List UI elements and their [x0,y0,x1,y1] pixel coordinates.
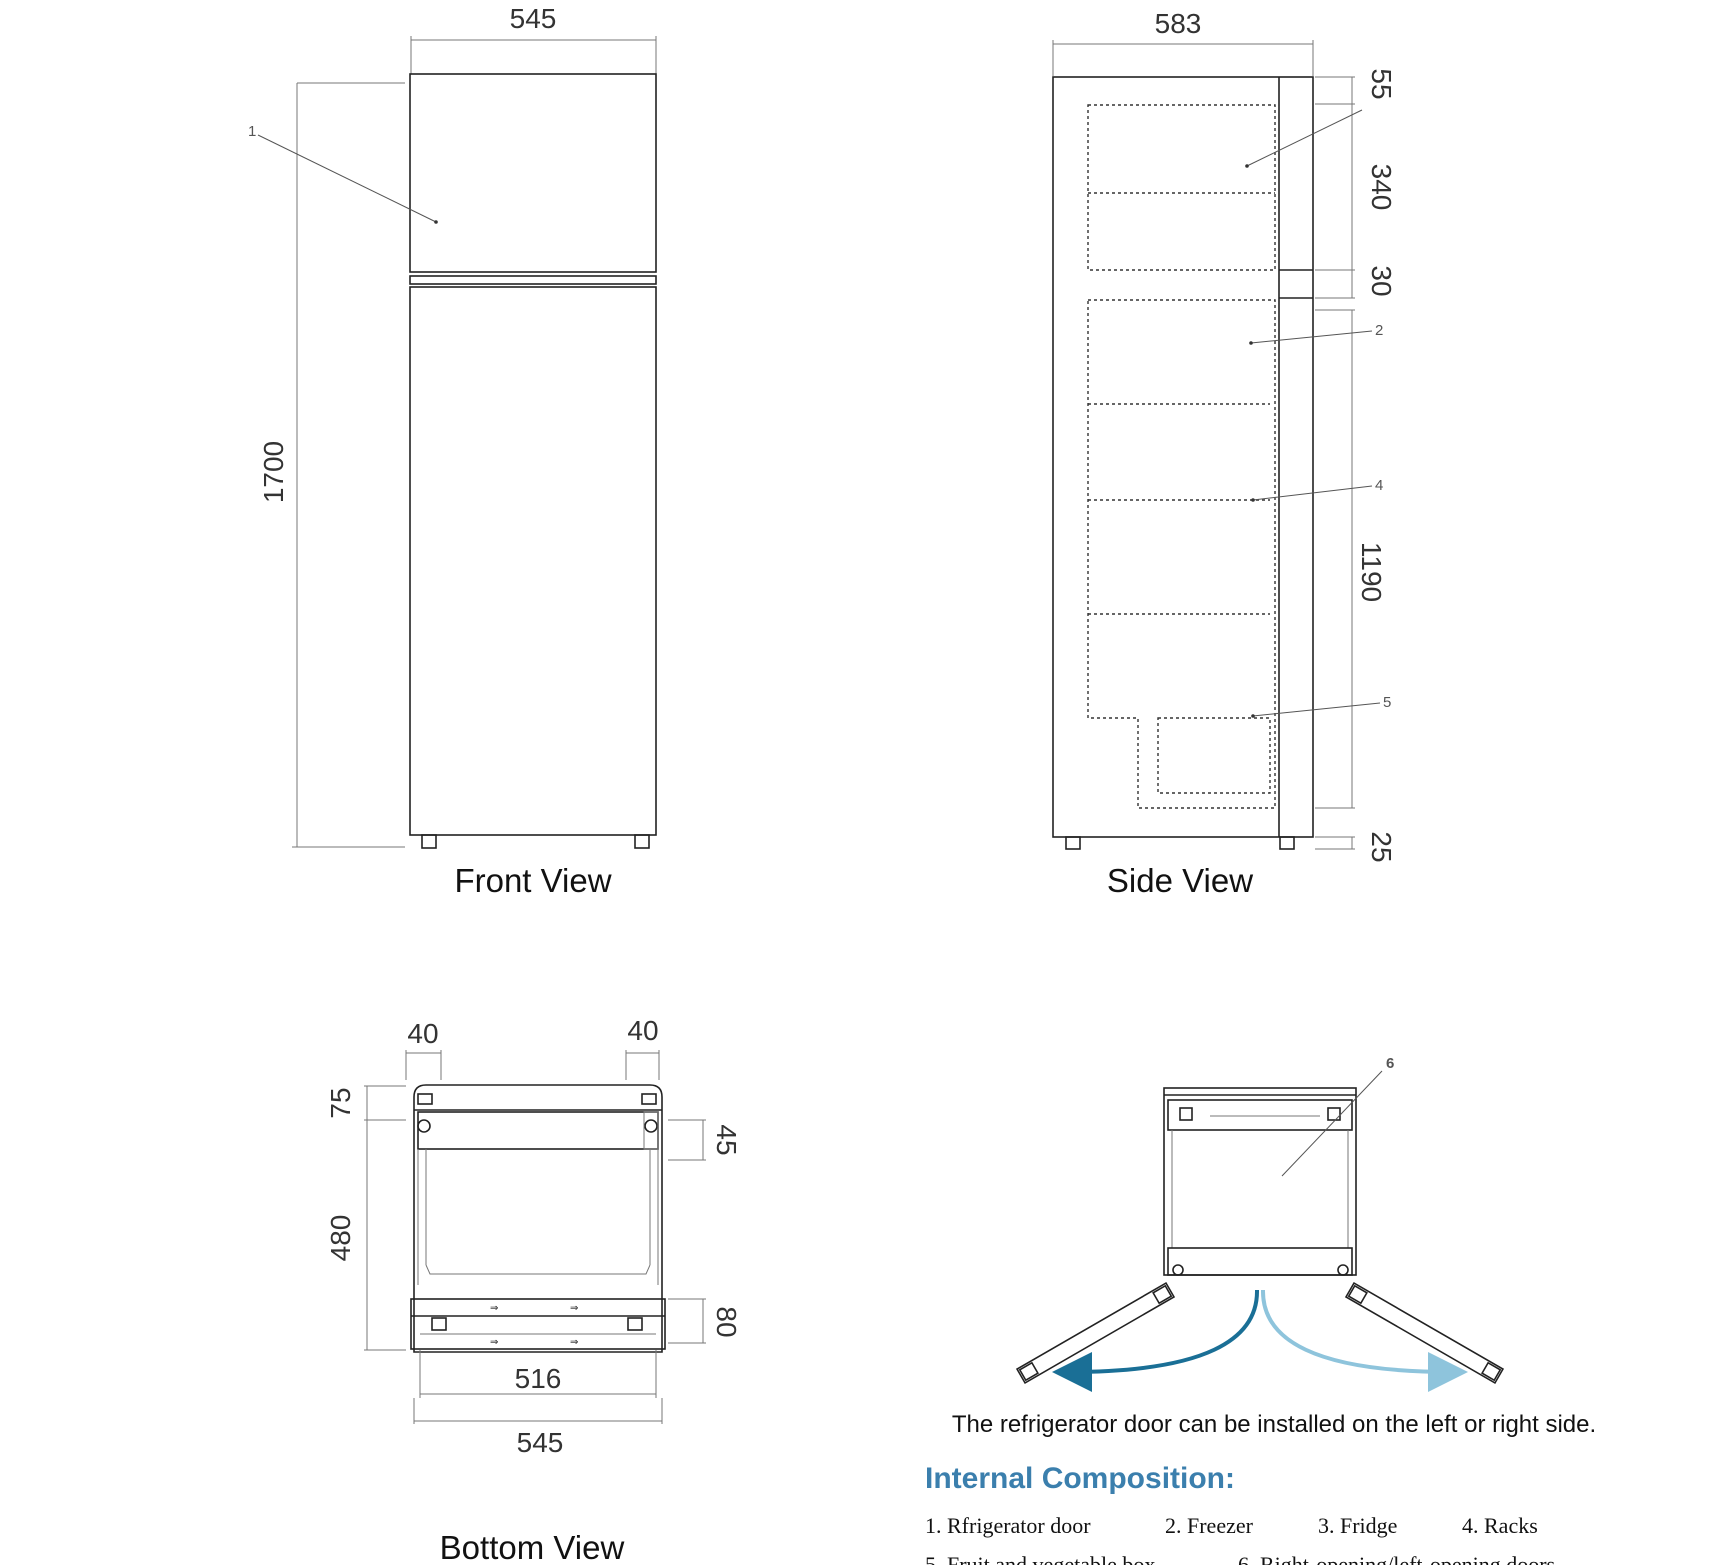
front-hinge-left [431,1317,447,1331]
callout-2: 2 [1375,322,1383,339]
side-foot-right [1279,836,1295,850]
left-open-door [1015,1281,1176,1385]
side-view: 583 55 340 30 1190 25 [1052,8,1397,899]
fridge-door [409,286,657,836]
freezer-door [409,73,657,273]
front-height-dim: 1700 [258,441,289,503]
composition-item-3: 3. Fridge [1318,1513,1397,1538]
side-cabinet [1052,76,1314,838]
side-freezer-dim: 340 [1366,164,1397,211]
bottom-view-title: Bottom View [440,1529,625,1565]
front-view-title: Front View [454,862,611,899]
swing-bolt-left [1172,1264,1184,1276]
bottom-body [413,1084,663,1353]
front-foot-left [421,834,437,849]
bottom-hinge-dim: 45 [711,1124,742,1155]
internal-composition: Internal Composition: 1. Rfrigerator doo… [925,1462,1555,1565]
bottom-middle-dim: 480 [325,1215,356,1262]
callout-4: 4 [1375,477,1383,494]
hinge-rear-left [417,1093,433,1105]
callout-5: 5 [1383,694,1391,711]
front-foot-right [634,834,650,849]
composition-item-5: 5. Fruit and vegetable box [925,1552,1155,1565]
svg-text:⇒: ⇒ [570,1303,578,1314]
bottom-front-band-dim: 80 [711,1306,742,1337]
bottom-top-depth-dim: 75 [325,1087,356,1118]
composition-item-1: 1. Rfrigerator door [925,1513,1091,1538]
swing-arrow-left [1052,1289,1260,1392]
side-gap-dim: 30 [1366,265,1397,296]
door-swing-view: 6 The refrigerator door can be installed… [952,1055,1596,1438]
svg-text:⇒: ⇒ [570,1337,578,1348]
door-caption: The refrigerator door can be installed o… [952,1411,1596,1438]
front-width-dim: 545 [510,3,557,34]
vegetable-box [1157,717,1271,794]
bolt-rear-right [644,1119,658,1133]
hinge-rear-right [641,1093,657,1105]
callout-1: 1 [248,123,256,140]
side-topgap-dim: 55 [1366,68,1397,99]
composition-item-6: 6. Right-opening/left-opening doors [1238,1552,1555,1565]
front-band [410,1298,666,1350]
callout-6: 6 [1386,1055,1394,1072]
swing-bolt-right [1337,1264,1349,1276]
rear-bracket [417,1111,659,1150]
swing-front-band [1167,1247,1353,1276]
freezer-compartment [1087,104,1276,271]
composition-title: Internal Composition: [925,1462,1235,1495]
bottom-left-offset-dim: 40 [407,1018,438,1049]
side-depth-dim: 583 [1155,8,1202,39]
svg-text:⇒: ⇒ [490,1337,498,1348]
front-view: 545 1700 1 Front View [248,3,657,899]
bolt-rear-left [417,1119,431,1133]
front-hinge-right [627,1317,643,1331]
bottom-inner-width-dim: 516 [515,1363,562,1394]
side-fridge-dim: 1190 [1356,542,1387,602]
side-view-title: Side View [1107,862,1253,899]
bottom-right-offset-dim: 40 [627,1015,658,1046]
composition-item-2: 2. Freezer [1165,1513,1254,1538]
bottom-view: 40 40 75 480 ⇒ ⇒ ⇒ [325,1015,742,1565]
side-feet-dim: 25 [1366,831,1397,862]
side-foot-left [1065,836,1081,850]
right-open-door [1344,1281,1505,1385]
composition-item-4: 4. Racks [1462,1513,1538,1538]
door-gap-strip [409,275,657,285]
swing-arrow-right [1260,1289,1468,1392]
bottom-outer-width-dim: 545 [517,1427,564,1458]
fridge-compartment [1087,299,1276,809]
svg-text:⇒: ⇒ [490,1303,498,1314]
swing-rear-bracket [1167,1099,1353,1131]
